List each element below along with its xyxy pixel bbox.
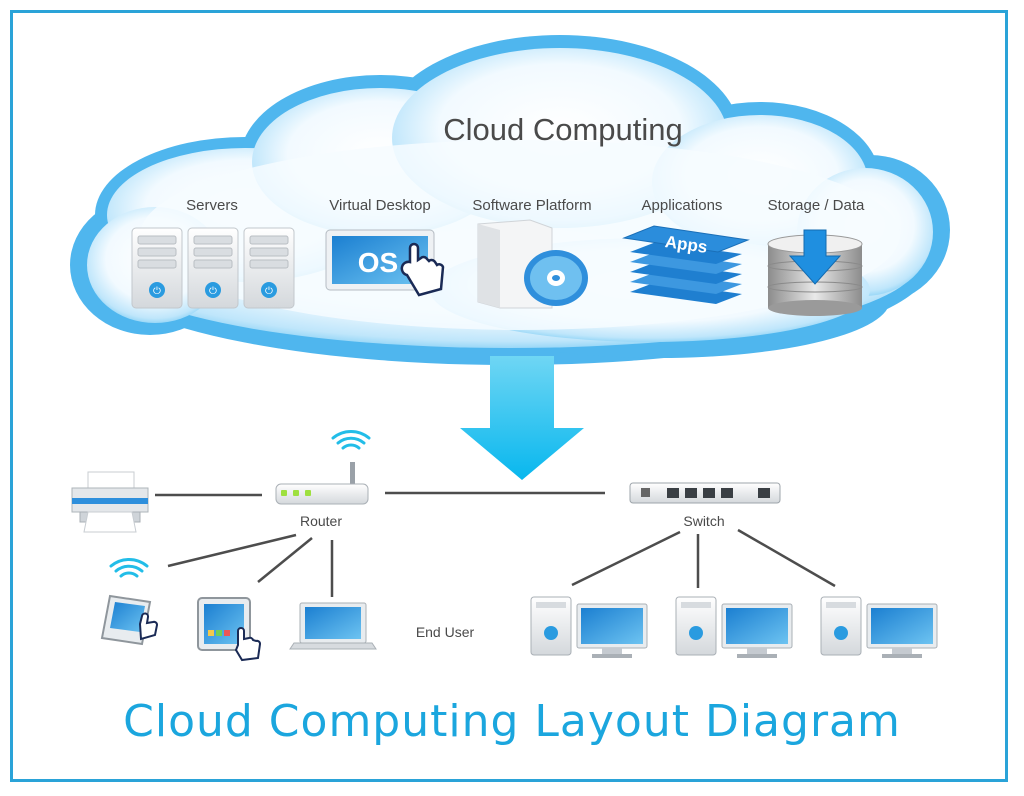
- router-wifi-icon: [331, 430, 371, 450]
- service-label-software-platform: Software Platform: [472, 197, 591, 214]
- end-user-label: End User: [416, 624, 475, 640]
- service-label-servers: Servers: [186, 197, 238, 214]
- server-rack-icon: ⏻ ⏻ ⏻: [131, 227, 295, 309]
- smartphone-icon: [100, 594, 158, 646]
- service-label-applications: Applications: [642, 197, 723, 214]
- desktop-computer-icon: [820, 596, 938, 658]
- tablet-icon: [197, 597, 261, 662]
- os-badge: OS: [358, 247, 398, 278]
- diagram-title: Cloud Computing Layout Diagram: [123, 696, 901, 747]
- phone-wifi-icon: [109, 558, 149, 578]
- svg-text:⏻: ⏻: [265, 286, 273, 297]
- down-arrow-icon: [460, 356, 584, 480]
- database-download-icon: [767, 229, 863, 316]
- switch-label: Switch: [683, 513, 724, 529]
- laptop-icon: [289, 602, 377, 650]
- desktop-computer-icon: [530, 596, 648, 658]
- desktop-computer-icon: [675, 596, 793, 658]
- svg-text:⏻: ⏻: [153, 286, 161, 297]
- cloud-title: Cloud Computing: [443, 112, 683, 147]
- software-box-disc-icon: [477, 219, 588, 309]
- os-touch-screen-icon: OS: [325, 229, 445, 297]
- network-connections: [155, 491, 836, 597]
- service-label-storage-data: Storage / Data: [768, 197, 865, 214]
- service-label-virtual-desktop: Virtual Desktop: [329, 197, 430, 214]
- printer-icon: [71, 471, 149, 533]
- switch-icon: [629, 482, 781, 504]
- router-label: Router: [300, 513, 342, 529]
- diagram-frame: [10, 10, 1008, 782]
- svg-text:⏻: ⏻: [209, 286, 217, 297]
- apps-stack-icon: Apps: [622, 225, 750, 304]
- router-icon: [275, 462, 369, 505]
